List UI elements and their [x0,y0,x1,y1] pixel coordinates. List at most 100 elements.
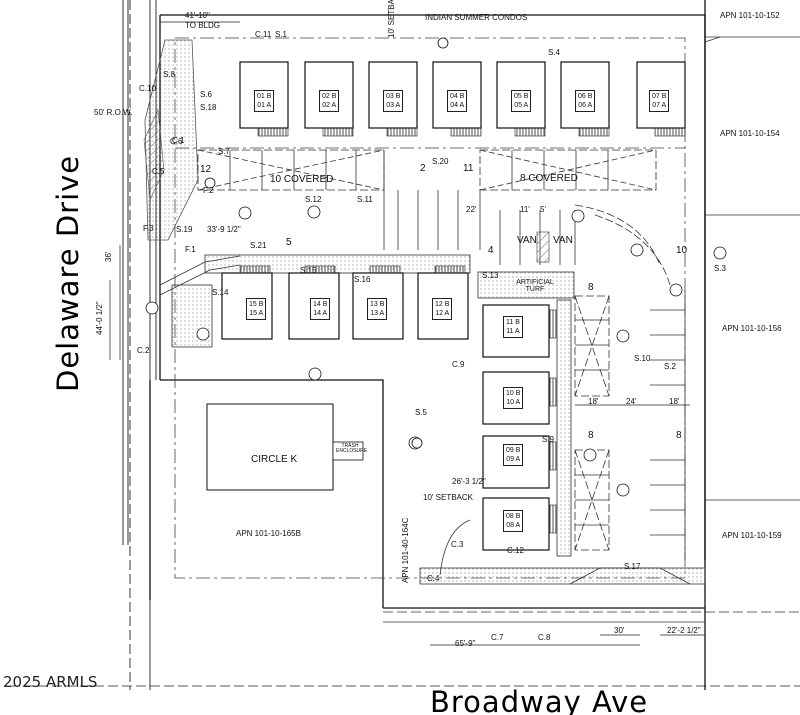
apn-159: APN 101-10-159 [722,531,782,540]
callout-s8: S.8 [163,70,176,79]
space-count-8c: 8 [676,430,682,441]
apn-154: APN 101-10-154 [720,129,780,138]
callout-f2: F.2 [203,186,214,195]
trash-enclosure [332,441,364,461]
space-count-2: 2 [420,163,426,174]
callout-c7: C.7 [491,633,504,642]
van-aisle-hatch [536,231,550,263]
callout-c8: C.8 [538,633,551,642]
callout-s9: S.9 [542,435,555,444]
dim-26: 26'-3 1/2" [452,477,486,486]
callout-f1: F.1 [185,245,196,254]
callout-s5: S.5 [415,408,428,417]
turf-area [477,271,575,299]
top-stairs [257,127,686,137]
landscape-hatch [143,108,165,202]
callout-s3: S.3 [714,264,727,273]
van-label-2: VAN [553,235,573,246]
dim-22: 22'-2 1/2" [667,626,701,635]
neighbor-lines [704,36,800,501]
circle-k-label: CIRCLE K [251,454,298,465]
dimension-lines [10,21,800,687]
callout-c5: C.5 [152,167,165,176]
callout-c11: C.11 [255,30,272,39]
dim-18a: 18' [588,397,599,406]
callout-s1: S.1 [275,30,288,39]
dim-11: 11' [520,205,530,214]
right-walkway [556,299,572,557]
callout-s2: S.2 [664,362,677,371]
dim-to-bldg: 41'-10" [185,11,210,20]
circle-k-building [206,403,334,491]
space-count-8b: 8 [588,430,594,441]
curved-drive [574,204,661,266]
callout-f3: F.3 [143,224,154,233]
callout-s4: S.4 [548,48,561,57]
covered-8-label: 8 COVERED [520,173,578,184]
callout-s17: S.17 [624,562,641,571]
callout-s10: S.10 [634,354,651,363]
space-count-4: 4 [488,245,494,256]
dim-30: 30' [614,626,625,635]
callout-s20: S.20 [432,157,449,166]
dim-36: 36' [104,251,113,262]
callout-s16: S.16 [354,275,371,284]
covered-parking-right [574,295,610,551]
callout-s6: S.6 [200,90,213,99]
space-count-8a: 8 [588,282,594,293]
covered-10-label: 10 COVERED [270,174,334,185]
delaware-drive-label: Delaware Drive [51,154,85,392]
broadway-ave-label: Broadway Ave [430,685,649,715]
callout-s12: S.12 [305,195,322,204]
callout-s19: S.19 [176,225,193,234]
covered-parking-top [197,149,657,191]
property-line [149,0,706,690]
right-stairs [548,309,557,534]
bottom-driveway [569,567,691,585]
callout-c4: C.4 [427,574,440,583]
callout-c12: C.12 [507,546,524,555]
apn-165b: APN 101-10-165B [236,529,301,538]
callout-s13: S.13 [482,271,499,280]
mid-stairs [239,265,466,274]
parking-stalls-right [575,290,686,560]
callout-s21: S.21 [250,241,267,250]
indian-summer-condos: INDIAN SUMMER CONDOS [425,13,528,22]
dim-to-bldg-label: TO BLDG [185,21,220,30]
apn-156: APN 101-10-156 [722,324,782,333]
space-count-12: 12 [200,164,212,175]
callout-s18: S.18 [200,103,217,112]
callout-s14: S.14 [212,288,229,297]
dim-setback-mid: 10' SETBACK [423,493,473,502]
callout-c9: C.9 [452,360,465,369]
space-count-5: 5 [286,237,292,248]
callout-s11: S.11 [357,195,373,204]
dim-65: 65'-9" [455,639,476,648]
callout-c6: C.6 [170,137,183,146]
trash-enclosure-label: TRASH ENCLOSURE [336,443,368,454]
callout-s15: S.15 [300,266,317,275]
dim-22b: 22' [466,205,477,214]
dim-44: 44'-0 1/2" [95,301,104,335]
callout-c1: C.1 [172,136,185,145]
apn-152: APN 101-10-152 [720,11,780,20]
dim-5: 5' [540,205,546,214]
van-label-1: VAN [517,235,537,246]
space-count-11: 11 [463,163,474,174]
walk-curve [439,519,471,576]
